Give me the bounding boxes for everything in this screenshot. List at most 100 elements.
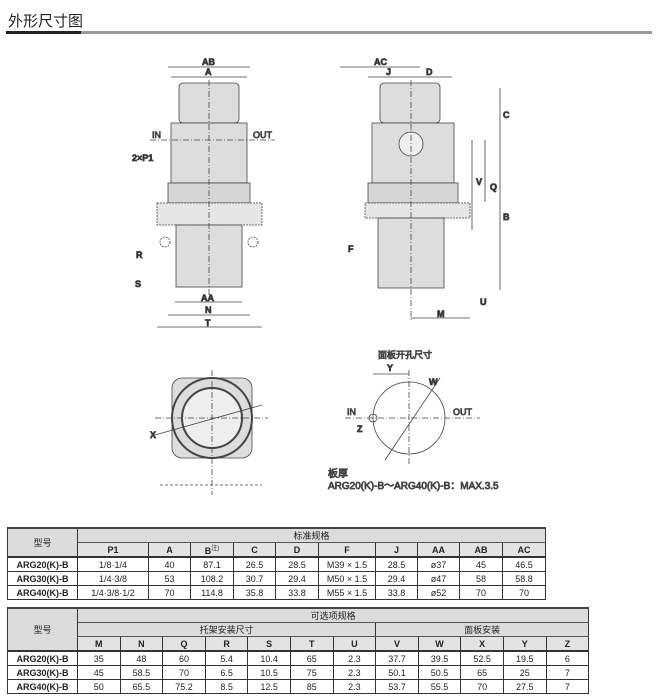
model-cell: ARG40(K)-B (7, 679, 78, 694)
value-cell: 75.2 (162, 679, 206, 694)
value-cell: 53.7 (375, 679, 419, 694)
panel-out-label: OUT (453, 407, 473, 417)
model-cell: ARG20(K)-B (7, 651, 78, 666)
column-label: C (251, 544, 258, 555)
out-label: OUT (253, 130, 273, 140)
column-label: S (266, 638, 273, 649)
value-cell: 75 (289, 665, 334, 680)
model-cell: ARG20(K)-B (7, 557, 78, 572)
value-cell: 53 (148, 571, 191, 586)
dimension-drawing: AB A IN OUT 2×P1 R S AA N T AC J D C V Q… (132, 57, 510, 495)
panel-mount-header: 面板安装 (375, 622, 590, 637)
in-label: IN (152, 130, 161, 140)
column-label: T (309, 638, 315, 649)
value-cell: 33.8 (275, 585, 319, 600)
value-cell: 7 (545, 679, 590, 694)
column-header-p1: P1 (77, 542, 149, 558)
value-cell: 58.5 (119, 665, 164, 680)
column-header-aa: AA (417, 542, 460, 558)
column-header-q: Q (162, 636, 206, 652)
thickness-label: 板厚 (328, 467, 348, 480)
bracket-mount-header: 托架安装尺寸 (76, 622, 377, 637)
value-cell: 65.5 (119, 679, 164, 694)
dim-label-r: R (136, 250, 143, 260)
column-header-d: D (275, 542, 319, 558)
value-cell: 2.3 (332, 665, 377, 680)
value-cell: 29.4 (275, 571, 319, 586)
value-cell: 65 (289, 651, 334, 666)
column-label: D (293, 544, 301, 555)
dim-label-ac: AC (374, 57, 387, 67)
value-cell: 6.5 (204, 665, 249, 680)
dim-label-c: C (503, 110, 510, 120)
value-cell: 39.5 (417, 651, 462, 666)
column-header-s: S (247, 636, 291, 652)
front-view: AB A IN OUT 2×P1 R S AA N T (132, 57, 275, 328)
dim-label-aa: AA (201, 293, 214, 303)
column-header-z: Z (545, 636, 590, 652)
dim-label-y: Y (387, 363, 393, 373)
column-label: U (351, 638, 358, 649)
value-cell: 114.8 (190, 585, 234, 600)
value-cell: 33.8 (375, 585, 418, 600)
value-cell: 46.5 (501, 557, 547, 572)
column-label: V (393, 638, 400, 649)
value-cell: 19.5 (502, 651, 547, 666)
value-cell: 2.3 (332, 679, 377, 694)
value-cell: 60 (162, 651, 206, 666)
value-cell: 35.8 (233, 585, 276, 600)
column-header-a: A (148, 542, 191, 558)
column-label: Z (564, 638, 571, 649)
column-label: J (393, 544, 399, 555)
value-cell: 25 (502, 665, 547, 680)
section-title: 外形尺寸图 (8, 12, 84, 30)
value-cell: 26.5 (233, 557, 276, 572)
group-header: 可选项规格 (76, 608, 590, 623)
model-cell: ARG30(K)-B (7, 571, 78, 586)
value-cell: 52.5 (460, 651, 504, 666)
value-cell: 10.5 (247, 665, 291, 680)
value-cell: 5.4 (204, 651, 249, 666)
value-cell: 8.5 (204, 679, 249, 694)
column-header-r: R (204, 636, 249, 652)
value-cell: 1/8·1/4 (77, 557, 149, 572)
column-header-w: W (417, 636, 462, 652)
dim-label-j: J (386, 67, 391, 77)
model-header: 型号 (7, 528, 78, 558)
value-cell: 30.7 (233, 571, 276, 586)
thickness-value: ARG20(K)-B～ARG40(K)-B：MAX.3.5 (328, 481, 499, 492)
panel-cutout-title: 面板开孔尺寸 (378, 349, 432, 360)
dim-label-x: X (150, 430, 156, 440)
dim-label-q: Q (490, 182, 497, 192)
value-cell: 45 (459, 557, 503, 572)
dim-label-m: M (437, 309, 445, 319)
value-cell: 70 (460, 679, 504, 694)
value-cell: 50 (77, 679, 121, 694)
value-cell: 10.4 (247, 651, 291, 666)
value-cell: 48 (119, 651, 164, 666)
dim-label-w: W (429, 377, 438, 387)
column-label: N (138, 638, 145, 649)
value-cell: 70 (162, 665, 206, 680)
value-cell: 70 (459, 585, 503, 600)
dim-label-u: U (480, 297, 487, 307)
value-cell: 27.5 (502, 679, 547, 694)
column-label: AB (474, 544, 488, 555)
column-label: Y (521, 638, 528, 649)
value-cell: 35 (77, 651, 121, 666)
column-header-ac: AC (501, 542, 547, 558)
column-header-c: C (233, 542, 276, 558)
group-header: 标准规格 (76, 528, 547, 543)
model-header: 型号 (7, 608, 78, 652)
value-cell: 37.7 (375, 651, 419, 666)
value-cell: 2.3 (332, 651, 377, 666)
column-header-x: X (460, 636, 504, 652)
title-underline (6, 31, 652, 34)
column-header-b: B注) (190, 542, 234, 558)
value-cell: 28.5 (275, 557, 319, 572)
value-cell: 55.5 (417, 679, 462, 694)
